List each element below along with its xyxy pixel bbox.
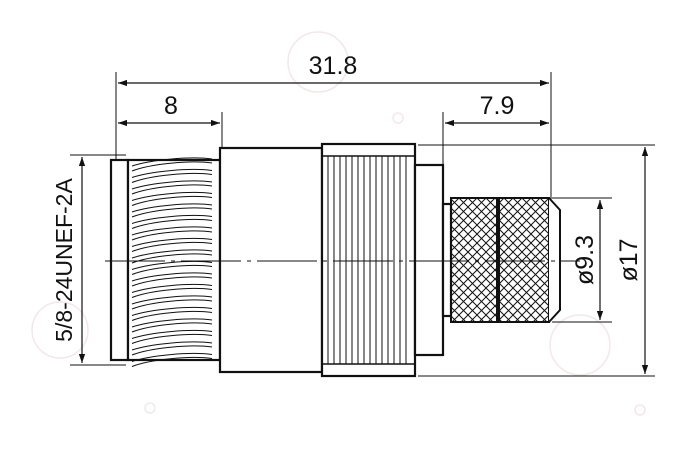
shoulder: [413, 163, 445, 357]
body-diameter-label: ø17: [615, 238, 643, 281]
overall-length-label: 31.8: [309, 52, 358, 80]
thread-ridges: [131, 157, 213, 367]
crimp-ferrule: [441, 197, 561, 323]
crimp-length-label: 7.9: [480, 92, 515, 120]
crimp-diameter-label: ø9.3: [571, 235, 599, 285]
thread-length-label: 8: [164, 92, 178, 120]
watermark-logo: [31, 31, 646, 416]
knurled-nut: [320, 142, 417, 378]
extension-lines: [70, 72, 655, 377]
threaded-section: [109, 157, 222, 367]
connector-body: [218, 146, 324, 374]
thread-spec-label: 5/8-24UNEF-2A: [51, 178, 77, 342]
